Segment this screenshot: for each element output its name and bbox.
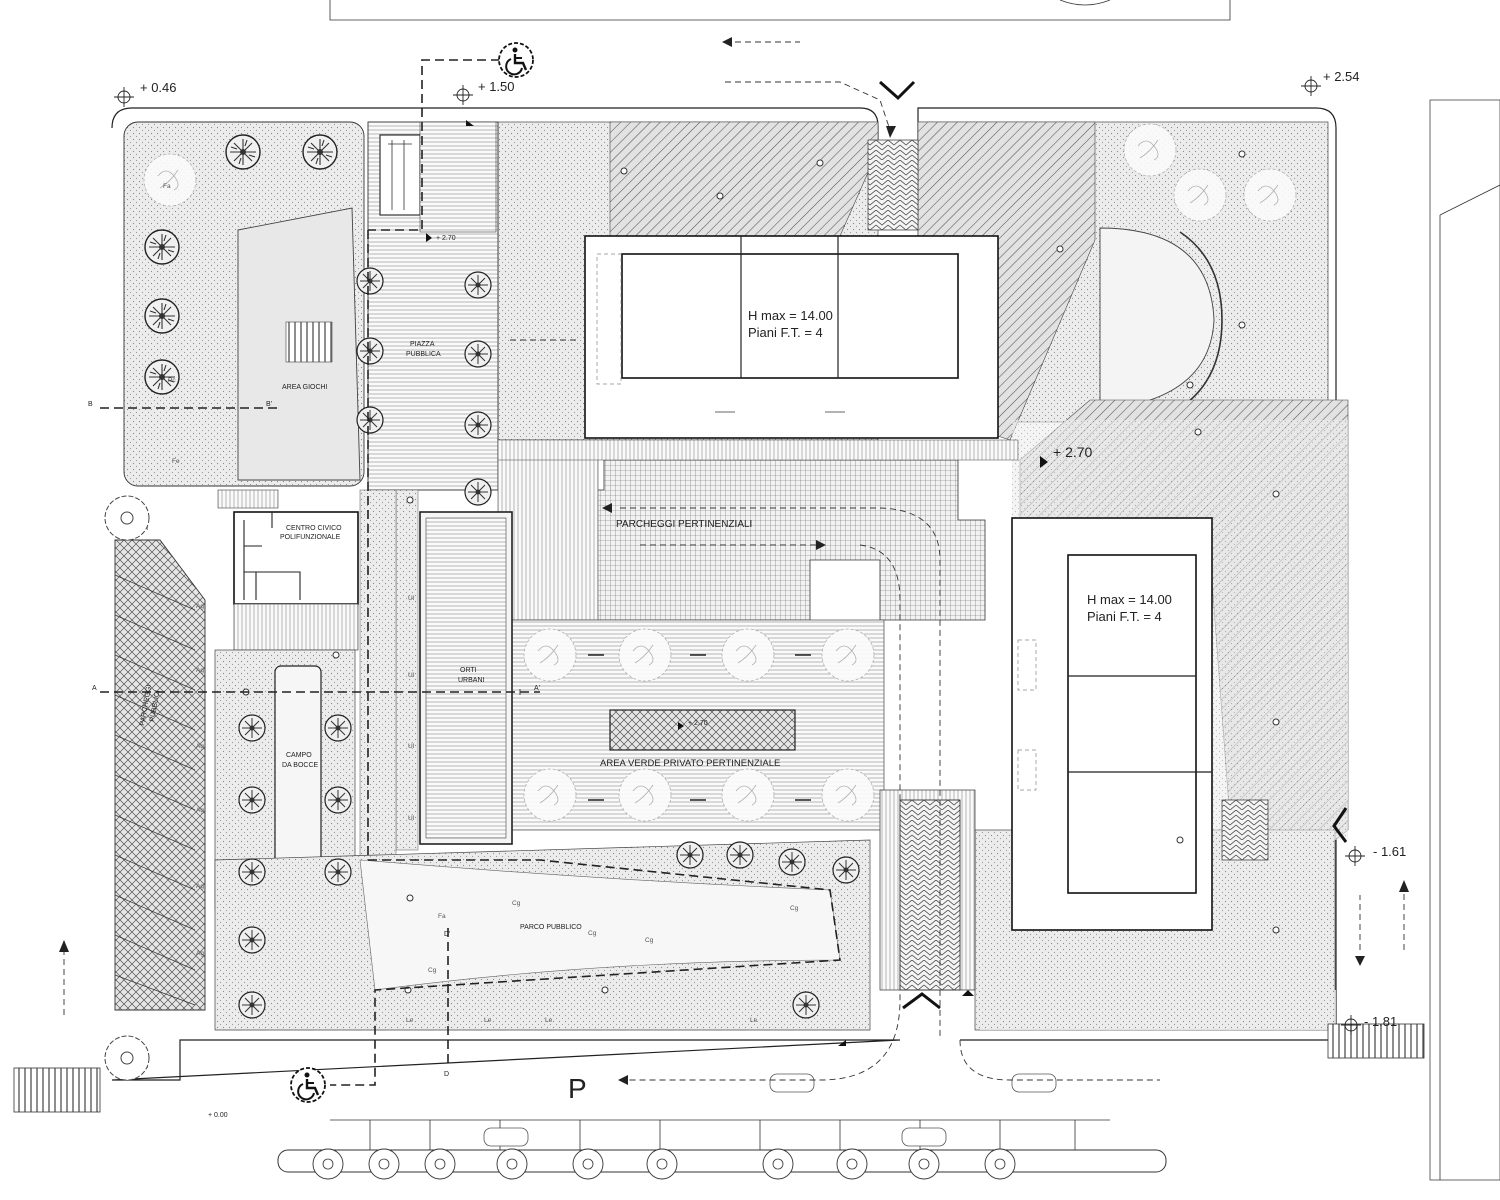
species-cg-label: Cg	[512, 900, 521, 907]
traffic-flow	[620, 507, 941, 1081]
accessible-route-west	[330, 230, 841, 1086]
label-piazza-2: PUBBLICA	[406, 351, 441, 358]
entrance-chevron-icon-south	[902, 992, 941, 1010]
species-fa-label-2: Fa	[438, 913, 446, 920]
section-b-left: B	[88, 401, 93, 408]
parcheggi-pubblici	[114, 539, 206, 1011]
elevation-north: + 1.50	[478, 79, 515, 94]
building-north-height: H max = 14.00	[748, 308, 833, 323]
label-centro-civico-2: POLIFUNZIONALE	[280, 534, 341, 541]
wheelchair-icon	[497, 41, 535, 79]
species-ul-label: Ul	[408, 595, 415, 602]
species-ag-label-6: Ag	[196, 950, 204, 957]
elevation-se-lower: - 1.81	[1364, 1014, 1397, 1029]
building-south-floors: Piani F.T. = 4	[1087, 609, 1162, 624]
street-tree-row	[312, 1148, 1016, 1180]
centro-civico	[233, 511, 359, 605]
section-a-right: A'	[534, 685, 540, 692]
section-a-left: A	[92, 685, 97, 692]
elevation-garden: + 2.70	[688, 720, 708, 727]
entrance-chevron-icon	[879, 80, 916, 101]
label-campo-2: DA BOCCE	[282, 762, 319, 769]
elevation-east: + 2.70	[1053, 444, 1093, 460]
elevation-sw: + 0.00	[208, 1112, 228, 1119]
label-campo: CAMPO	[286, 752, 312, 759]
species-cg-label-4: Cg	[428, 967, 437, 974]
species-le-label-2: Le	[484, 1017, 492, 1024]
parcheggi-pertinenziali	[544, 459, 986, 621]
elevation-ne: + 2.54	[1323, 69, 1360, 84]
flow-arrow-icon	[59, 37, 1409, 1085]
species-ul-label-4: Ul	[408, 815, 415, 822]
species-pc-label: Pc	[168, 377, 176, 384]
species-fe-label: Fe	[172, 458, 180, 465]
section-b-right: B'	[266, 401, 272, 408]
elevation-nw: + 0.46	[140, 80, 177, 95]
species-le-label-3: Le	[545, 1017, 553, 1024]
species-le-label-4: Le	[750, 1017, 758, 1024]
label-parcheggi-pertinenziali: PARCHEGGI PERTINENZIALI	[616, 519, 752, 530]
label-parco-pubblico: PARCO PUBBLICO	[520, 924, 582, 931]
label-piazza: PIAZZA	[410, 341, 435, 348]
label-area-verde: AREA VERDE PRIVATO PERTINENZIALE	[600, 758, 780, 769]
section-d-bottom: D	[444, 1071, 449, 1078]
entrance-chevron-icon-east	[1332, 807, 1348, 843]
elevation-se-upper: - 1.61	[1373, 844, 1406, 859]
elevation-piazza: + 2.70	[436, 235, 456, 242]
species-fa-label: Fa	[163, 183, 171, 190]
species-cg-label-5: Cg	[790, 905, 799, 912]
species-ag-label-2: Ag	[196, 667, 204, 674]
label-orti: ORTI	[460, 667, 477, 674]
species-ul-label-3: Ul	[408, 743, 415, 750]
label-centro-civico: CENTRO CIVICO	[286, 525, 342, 532]
species-ul-label-2: Ul	[408, 672, 415, 679]
parking-symbol: P	[568, 1073, 587, 1104]
species-ag-label-3: Ag	[196, 743, 204, 750]
wheelchair-icon-south	[289, 1066, 327, 1104]
campo-da-bocce	[274, 665, 322, 887]
label-area-giochi: AREA GIOCHI	[282, 384, 328, 391]
accessible-route-north	[368, 59, 500, 231]
building-south-height: H max = 14.00	[1087, 592, 1172, 607]
species-le-label: Le	[406, 1017, 414, 1024]
section-d-top: D'	[444, 931, 450, 938]
species-ag-label-5: Ag	[196, 883, 204, 890]
species-cg-label-3: Cg	[645, 937, 654, 944]
building-north-floors: Piani F.T. = 4	[748, 325, 823, 340]
species-ag-label: Ag	[196, 603, 204, 610]
label-orti-2: URBANI	[458, 677, 485, 684]
species-ag-label-4: Ag	[196, 807, 204, 814]
species-cg-label-2: Cg	[588, 930, 597, 937]
